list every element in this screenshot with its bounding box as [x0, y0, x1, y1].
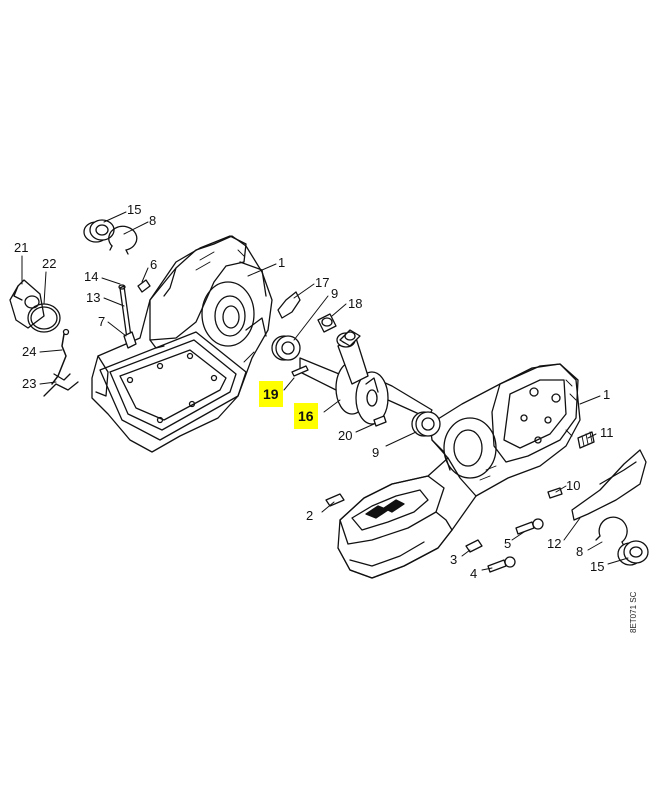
spacer-17	[277, 291, 301, 319]
callout-22: 22	[42, 256, 57, 271]
callout-1: 1	[278, 255, 286, 270]
callout-13: 13	[86, 290, 101, 305]
main-bearing-right	[411, 411, 441, 437]
callout-1-right: 1	[603, 387, 611, 402]
callout-15: 15	[127, 202, 142, 217]
screw-4	[487, 556, 516, 573]
callout-20: 20	[338, 428, 353, 443]
right-crankcase-half	[337, 363, 581, 579]
callout-2: 2	[306, 508, 314, 523]
callout-6: 6	[150, 257, 158, 272]
callout-12: 12	[547, 536, 562, 551]
callout-4: 4	[470, 566, 478, 581]
circlip-right	[595, 516, 628, 547]
circlip-left	[108, 225, 138, 255]
callout-17: 17	[315, 275, 330, 290]
callout-11: 11	[600, 425, 614, 440]
pin-19	[291, 365, 309, 377]
oil-seal-left	[83, 219, 115, 243]
main-bearing-left	[271, 335, 301, 361]
needle-cage	[317, 313, 337, 333]
callout-8-lower: 8	[576, 544, 584, 559]
callout-9-lower: 9	[372, 445, 380, 460]
pin-20	[373, 415, 387, 427]
callout-23: 23	[22, 376, 37, 391]
chain-tensioner-12	[571, 449, 647, 521]
callout-15-lower: 15	[590, 559, 605, 574]
callout-14: 14	[84, 269, 99, 284]
callout-19-highlighted: 19	[259, 381, 283, 407]
spring-11	[577, 431, 595, 449]
dowel-pin-2	[325, 493, 345, 507]
callout-24: 24	[22, 344, 37, 359]
sleeve-7	[123, 331, 137, 349]
callout-10: 10	[566, 478, 581, 493]
fuel-filter-21	[9, 279, 45, 329]
callout-3: 3	[450, 552, 458, 567]
callout-5: 5	[504, 536, 512, 551]
hose-24	[51, 328, 70, 385]
drawing-reference-code: 8ET071 SC	[629, 591, 638, 633]
left-crankcase-half	[91, 235, 273, 453]
leader-lines	[21, 211, 629, 571]
callout-21: 21	[14, 240, 29, 255]
dowel-pin-6	[137, 279, 151, 293]
callout-16-highlighted: 16	[294, 403, 318, 429]
clip-23	[43, 373, 79, 397]
callout-9: 9	[331, 286, 339, 301]
callout-8: 8	[149, 213, 157, 228]
callout-18: 18	[348, 296, 363, 311]
callout-7: 7	[98, 314, 106, 329]
screw-5	[515, 518, 544, 535]
crankshaft	[299, 332, 433, 425]
bush-18	[339, 329, 361, 347]
dowel-pin-3	[465, 539, 483, 553]
oil-seal-right	[617, 540, 649, 566]
